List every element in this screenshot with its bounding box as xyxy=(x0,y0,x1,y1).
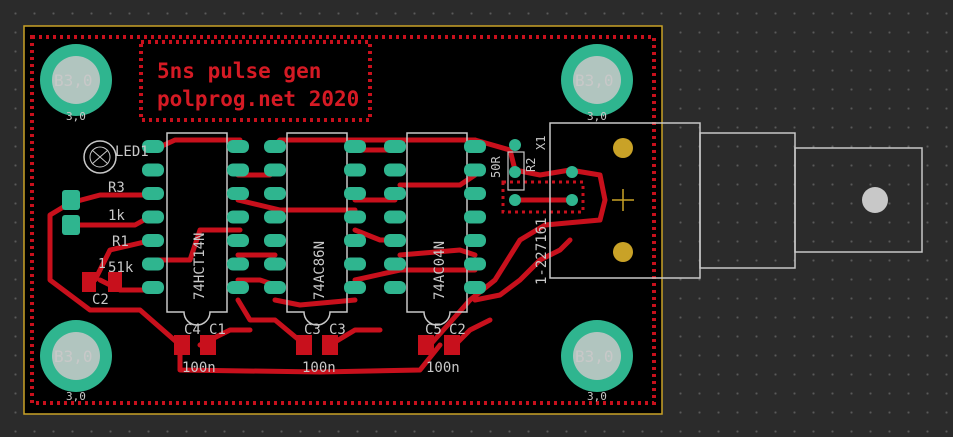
r3-footprint: R3 1k xyxy=(62,180,125,235)
svg-text:50R: 50R xyxy=(489,156,503,178)
cap-c4: C4 C1 100n xyxy=(174,322,226,376)
svg-text:C1: C1 xyxy=(209,322,226,338)
ic-pad xyxy=(344,187,366,200)
svg-text:100n: 100n xyxy=(302,360,336,376)
mount-hole: B3,0 3,0 xyxy=(561,44,633,123)
svg-text:X1: X1 xyxy=(534,136,548,150)
ic-pad xyxy=(384,187,406,200)
ic-pad xyxy=(227,163,249,177)
ic-pad xyxy=(142,210,164,224)
r2-footprint: 50R R2 X1 xyxy=(489,136,585,214)
ic-label: 74HCT14N xyxy=(192,233,208,300)
cap-c5: C5 C2 100n xyxy=(418,322,466,376)
ic-pad xyxy=(464,163,486,177)
svg-text:C3: C3 xyxy=(304,322,321,338)
ic-pad xyxy=(344,257,366,271)
ic-pad xyxy=(384,163,406,177)
ic-pad xyxy=(464,281,486,294)
title-box xyxy=(139,40,372,122)
svg-text:LED1: LED1 xyxy=(115,144,149,160)
ic-pad xyxy=(142,281,164,294)
svg-text:C2: C2 xyxy=(449,322,466,338)
ic-pad xyxy=(227,140,249,153)
r1-footprint: R1 1 51k C2 xyxy=(82,234,134,308)
ic-pad xyxy=(264,234,286,247)
ic-pad xyxy=(464,140,486,153)
ic-pad xyxy=(384,140,406,153)
ic-label: 74AC04N xyxy=(432,241,448,300)
svg-text:1k: 1k xyxy=(108,208,125,224)
ic-pad xyxy=(264,187,286,200)
board-outline xyxy=(23,25,663,415)
ic-pad xyxy=(464,234,486,247)
svg-text:3,0: 3,0 xyxy=(66,390,86,403)
title-line1: 5ns pulse gen xyxy=(157,59,321,83)
ic-pad xyxy=(344,210,366,224)
svg-text:C4: C4 xyxy=(184,322,201,338)
ic-pad xyxy=(264,281,286,294)
ic-pad xyxy=(227,234,249,247)
ic-pad xyxy=(264,163,286,177)
svg-text:B3,0: B3,0 xyxy=(54,71,93,90)
ic-pad xyxy=(142,234,164,247)
ic-pad xyxy=(384,234,406,247)
cap-c3: C3 C3 100n xyxy=(296,322,346,376)
ic-pad xyxy=(464,187,486,200)
svg-text:R3: R3 xyxy=(108,180,125,196)
svg-text:C3: C3 xyxy=(329,322,346,338)
svg-text:1: 1 xyxy=(98,257,106,272)
ic-pad xyxy=(227,210,249,224)
copper-border xyxy=(30,35,656,405)
svg-text:3,0: 3,0 xyxy=(587,110,607,123)
mount-hole: B3,0 3,0 xyxy=(40,320,112,403)
svg-text:C2: C2 xyxy=(92,292,109,308)
ic-label: 74AC86N xyxy=(312,241,328,300)
ic-pad xyxy=(227,281,249,294)
ic-pad xyxy=(344,281,366,294)
svg-text:R2: R2 xyxy=(524,158,538,172)
connector-label: 1-227161 xyxy=(534,218,550,285)
led-footprint: LED1 xyxy=(83,140,149,174)
ic-pad xyxy=(142,257,164,271)
svg-text:B3,0: B3,0 xyxy=(54,347,93,366)
ic-pad xyxy=(264,210,286,224)
ic-outlines xyxy=(166,132,468,326)
svg-text:3,0: 3,0 xyxy=(587,390,607,403)
svg-text:C5: C5 xyxy=(425,322,442,338)
mount-hole: B3,0 3,0 xyxy=(561,320,633,403)
mount-holes: B3,0 3,0 B3,0 3,0 B3,0 3,0 B3,0 3,0 xyxy=(40,44,633,403)
ic-pad xyxy=(344,140,366,153)
ic-pad xyxy=(227,257,249,271)
ic-pad xyxy=(264,140,286,153)
ic-pad xyxy=(344,163,366,177)
mount-hole: B3,0 3,0 xyxy=(40,44,112,123)
svg-text:100n: 100n xyxy=(426,360,460,376)
ic-pad xyxy=(384,210,406,224)
svg-text:51k: 51k xyxy=(108,260,134,276)
ic-pad xyxy=(264,257,286,271)
ic-pad xyxy=(142,140,164,153)
svg-text:3,0: 3,0 xyxy=(66,110,86,123)
bnc-connector xyxy=(549,122,923,279)
ic-pad xyxy=(142,163,164,177)
svg-text:R1: R1 xyxy=(112,234,129,250)
ic-pad xyxy=(344,234,366,247)
ic-pad xyxy=(384,281,406,294)
ic-pad xyxy=(464,257,486,271)
ic-pad xyxy=(227,187,249,200)
ic-pad xyxy=(142,187,164,200)
svg-text:100n: 100n xyxy=(182,360,216,376)
ic-pads xyxy=(142,140,486,294)
svg-text:B3,0: B3,0 xyxy=(575,347,614,366)
svg-text:B3,0: B3,0 xyxy=(575,71,614,90)
ic-pad xyxy=(464,210,486,224)
title-line2: polprog.net 2020 xyxy=(157,87,359,111)
ic-pad xyxy=(384,257,406,271)
